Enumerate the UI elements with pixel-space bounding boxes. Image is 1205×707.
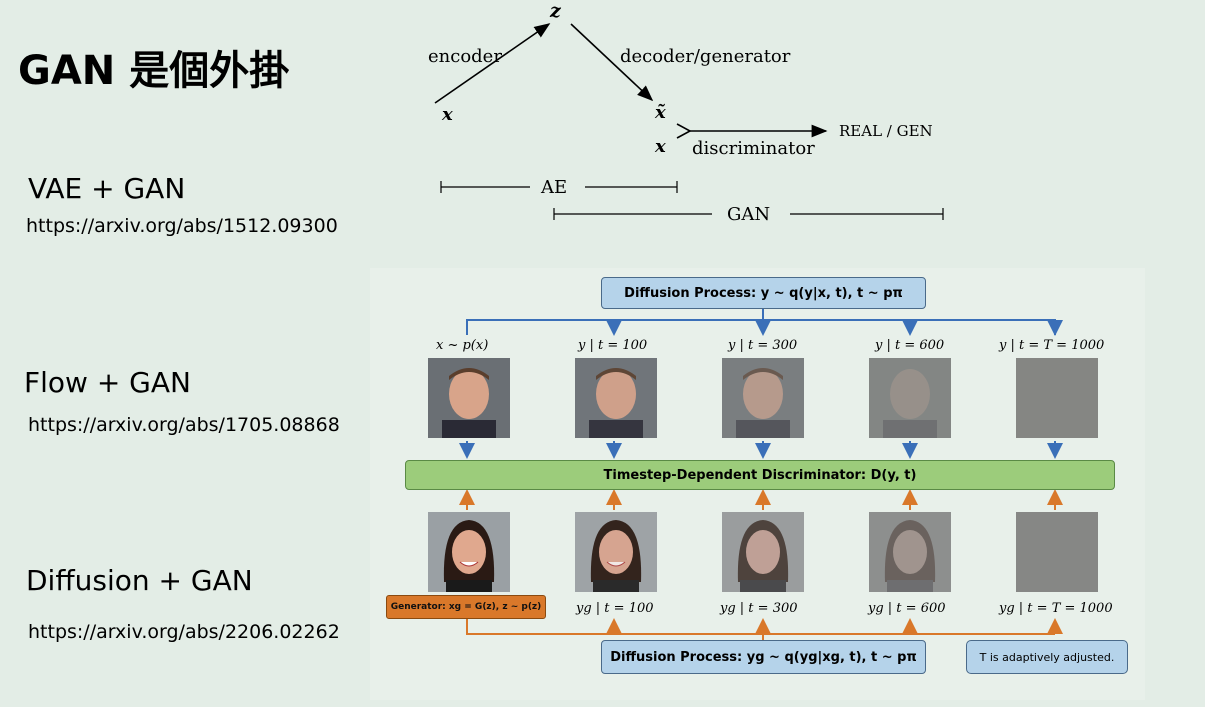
bottom-label-t1000: yg | t = T = 1000 — [999, 601, 1113, 616]
bottom-label-t300: yg | t = 300 — [720, 601, 798, 616]
timestep-discriminator-bar: Timestep-Dependent Discriminator: D(y, t… — [405, 460, 1115, 490]
top-label-t1000: y | t = T = 1000 — [999, 338, 1105, 353]
section-vae-gan: VAE + GAN — [28, 172, 186, 205]
face-woman-t600 — [869, 512, 951, 592]
face-man-t300 — [722, 358, 804, 438]
adaptive-note-box: T is adaptively adjusted. — [966, 640, 1128, 674]
top-label-x: x ~ p(x) — [436, 338, 489, 353]
latent-z: z — [550, 0, 561, 22]
input-x: x — [442, 104, 453, 125]
top-label-t100: y | t = 100 — [578, 338, 648, 353]
bottom-label-t100: yg | t = 100 — [576, 601, 654, 616]
bottom-diffusion-process-box: Diffusion Process: yg ~ q(yg|xg, t), t ~… — [601, 640, 926, 674]
face-man-noise — [1016, 358, 1098, 438]
generator-box: Generator: xg = G(z), z ~ p(z) — [386, 595, 546, 619]
top-diffusion-process-box: Diffusion Process: y ~ q(y|x, t), t ~ pπ — [601, 277, 926, 309]
link-flow-gan[interactable]: https://arxiv.org/abs/1705.08868 — [28, 414, 340, 436]
top-label-t600: y | t = 600 — [875, 338, 945, 353]
top-label-t300: y | t = 300 — [728, 338, 798, 353]
ae-range-label: AE — [541, 177, 568, 198]
decoder-arrow — [570, 23, 654, 102]
vae-gan-diagram: z x x̃ x encoder decoder/generator discr… — [0, 0, 1205, 260]
face-woman-noise — [1016, 512, 1098, 592]
face-woman-t300 — [722, 512, 804, 592]
face-man-clean — [428, 358, 510, 438]
output-label: REAL / GEN — [839, 122, 933, 140]
decoder-label: decoder/generator — [620, 46, 791, 67]
encoder-arrow — [434, 23, 551, 104]
section-flow-gan: Flow + GAN — [24, 366, 191, 399]
face-woman-generated — [428, 512, 510, 592]
vae-gan-arrows — [434, 23, 944, 220]
gan-range-label: GAN — [727, 204, 771, 225]
link-diffusion-gan[interactable]: https://arxiv.org/abs/2206.02262 — [28, 621, 340, 643]
discriminator-label: discriminator — [692, 138, 815, 159]
face-man-t600 — [869, 358, 951, 438]
face-man-t100 — [575, 358, 657, 438]
section-diffusion-gan: Diffusion + GAN — [26, 564, 253, 597]
bottom-label-t600: yg | t = 600 — [868, 601, 946, 616]
slide-title: GAN 是個外掛 — [18, 48, 290, 94]
recon-x-tilde: x̃ — [655, 102, 666, 123]
face-woman-t100 — [575, 512, 657, 592]
encoder-label: encoder — [428, 46, 502, 67]
link-vae-gan[interactable]: https://arxiv.org/abs/1512.09300 — [26, 215, 338, 237]
real-x: x — [655, 136, 666, 157]
